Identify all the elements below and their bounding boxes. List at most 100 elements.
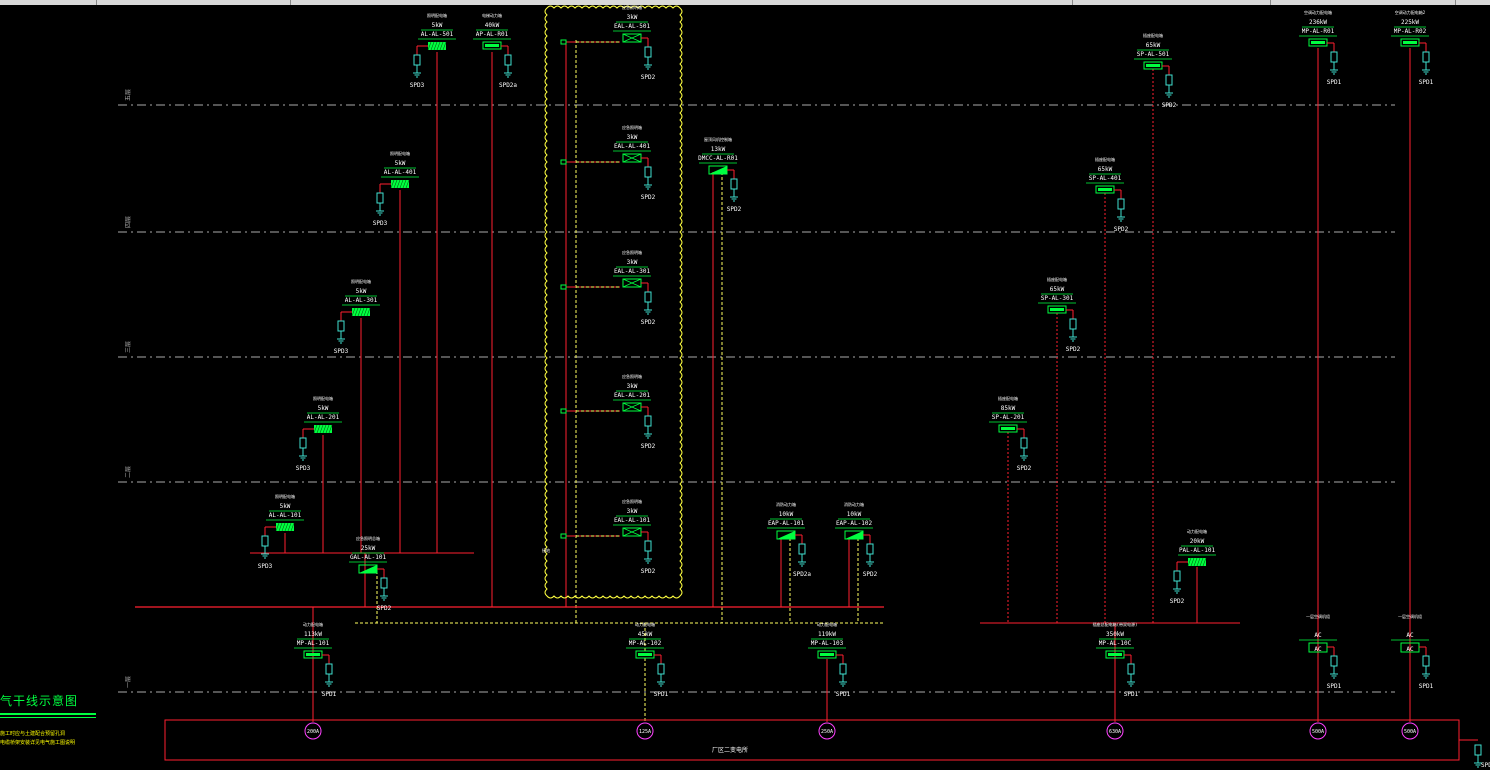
spd-label: SPD1 <box>1481 762 1490 769</box>
spd-box <box>337 320 345 332</box>
hatch <box>1190 557 1195 567</box>
distribution-panels: 照明配电箱5kWAL-AL-501SPD3电梯动力箱40kWAP-AL-R01S… <box>258 4 1482 768</box>
spd-label: SPD3 <box>410 82 425 89</box>
junction-box <box>560 39 567 45</box>
spd-label: SPD2 <box>863 571 878 578</box>
junction-box <box>560 159 567 165</box>
spd-box <box>380 577 388 589</box>
spd-label: SPD2 <box>641 568 656 575</box>
panel-fill <box>1098 188 1112 191</box>
spd-label: SPD2a <box>793 571 811 578</box>
panel-name: 插座总配电箱(带双电源) <box>1093 621 1138 627</box>
panel-name: 插座配电箱 <box>1047 276 1067 282</box>
spd-box <box>1165 74 1173 86</box>
hatch <box>433 41 438 51</box>
floor-label: 三层 <box>125 341 132 353</box>
panel-fill <box>1403 41 1417 44</box>
surge-protector: SPD2a <box>499 54 517 89</box>
panel-fill <box>1050 308 1064 311</box>
spd-label: SPD1 <box>836 691 851 698</box>
panel-name: 动力配电箱 <box>303 621 323 627</box>
panel-code: MP-AL-R01 <box>1302 28 1335 35</box>
spd-label: SPD3 <box>258 563 273 570</box>
panel-fill <box>1001 427 1015 430</box>
panel-power: 45kW <box>638 631 653 638</box>
panel-name: 应急照明总箱 <box>356 535 380 541</box>
panel-power: 5kW <box>395 160 406 167</box>
junction-box <box>560 533 567 539</box>
panel-fill <box>845 531 863 539</box>
spd-box <box>504 54 512 66</box>
panel-power: 65kW <box>1146 42 1161 49</box>
spd-label: SPD1 <box>654 691 669 698</box>
surge-protector: SPD1 <box>654 663 669 698</box>
cross <box>622 402 642 412</box>
panel-code: AL-AL-501 <box>421 31 454 38</box>
panel-fill <box>709 166 727 174</box>
hatch <box>402 179 407 189</box>
surge-protector: SPD2 <box>377 577 392 612</box>
panel-name: 消防动力箱 <box>844 501 864 507</box>
surge-protector: SPD1 <box>1327 655 1342 690</box>
spd-label: SPD1 <box>1419 683 1434 690</box>
panel-code: EAP-AL-101 <box>768 520 805 527</box>
title-underline <box>0 713 96 715</box>
panel-power: 10kW <box>847 511 862 518</box>
spd-box <box>1422 51 1430 63</box>
hatch <box>427 41 432 51</box>
surge-protector: SPD1 <box>1124 663 1139 698</box>
surge-protector <box>1474 744 1482 768</box>
hatch <box>430 41 435 51</box>
surge-protector: SPD2 <box>641 166 656 201</box>
panel-name: 一层空调机组 <box>1306 613 1330 619</box>
spd-box <box>1173 570 1181 582</box>
spd-box <box>644 166 652 178</box>
panel-box-icon <box>276 523 294 531</box>
surge-protector: SPD2 <box>641 46 656 81</box>
spd-box <box>657 663 665 675</box>
spd-label: SPD2 <box>1017 465 1032 472</box>
spd-label: SPD3 <box>296 465 311 472</box>
substation: 厂区二变电所200A125A250A630A500A500ASPD1 <box>164 719 1490 769</box>
panel-power: 20kW <box>1190 538 1205 545</box>
surge-protector: SPD2 <box>641 415 656 450</box>
breaker-icon <box>304 722 322 740</box>
hatch <box>405 179 410 189</box>
panel-name: 空调动力配电箱2 <box>1395 9 1426 15</box>
panel-name: 应急照明箱 <box>622 124 642 130</box>
hatch <box>322 424 327 434</box>
panel-fill <box>777 531 795 539</box>
spd-box <box>644 540 652 552</box>
panel-code: PAL-AL-101 <box>1179 547 1216 554</box>
panel-box-icon <box>428 42 446 50</box>
panel-power: 3kW <box>627 508 638 515</box>
hatch <box>316 424 321 434</box>
panel-name: 应急照明箱 <box>622 249 642 255</box>
panel-code: MP-AL-101 <box>297 640 330 647</box>
hatch <box>390 179 395 189</box>
panel-power: 5kW <box>318 405 329 412</box>
surge-protector: SPD1 <box>1419 655 1434 690</box>
panel-name: 屋顶风机控制箱 <box>704 136 732 142</box>
spd-box <box>1474 744 1482 756</box>
hatch <box>325 424 330 434</box>
hatch <box>1202 557 1207 567</box>
spd-box <box>1127 663 1135 675</box>
panel-power: 3kW <box>627 14 638 21</box>
panel-name: 动力配电箱 <box>817 621 837 627</box>
panel-power: 25kW <box>361 545 376 552</box>
panel-fill <box>359 565 377 573</box>
spd-label: SPD2a <box>499 82 517 89</box>
spd-label: SPD2 <box>641 443 656 450</box>
panel-code: MP-AL-R02 <box>1394 28 1427 35</box>
cross <box>622 153 642 163</box>
